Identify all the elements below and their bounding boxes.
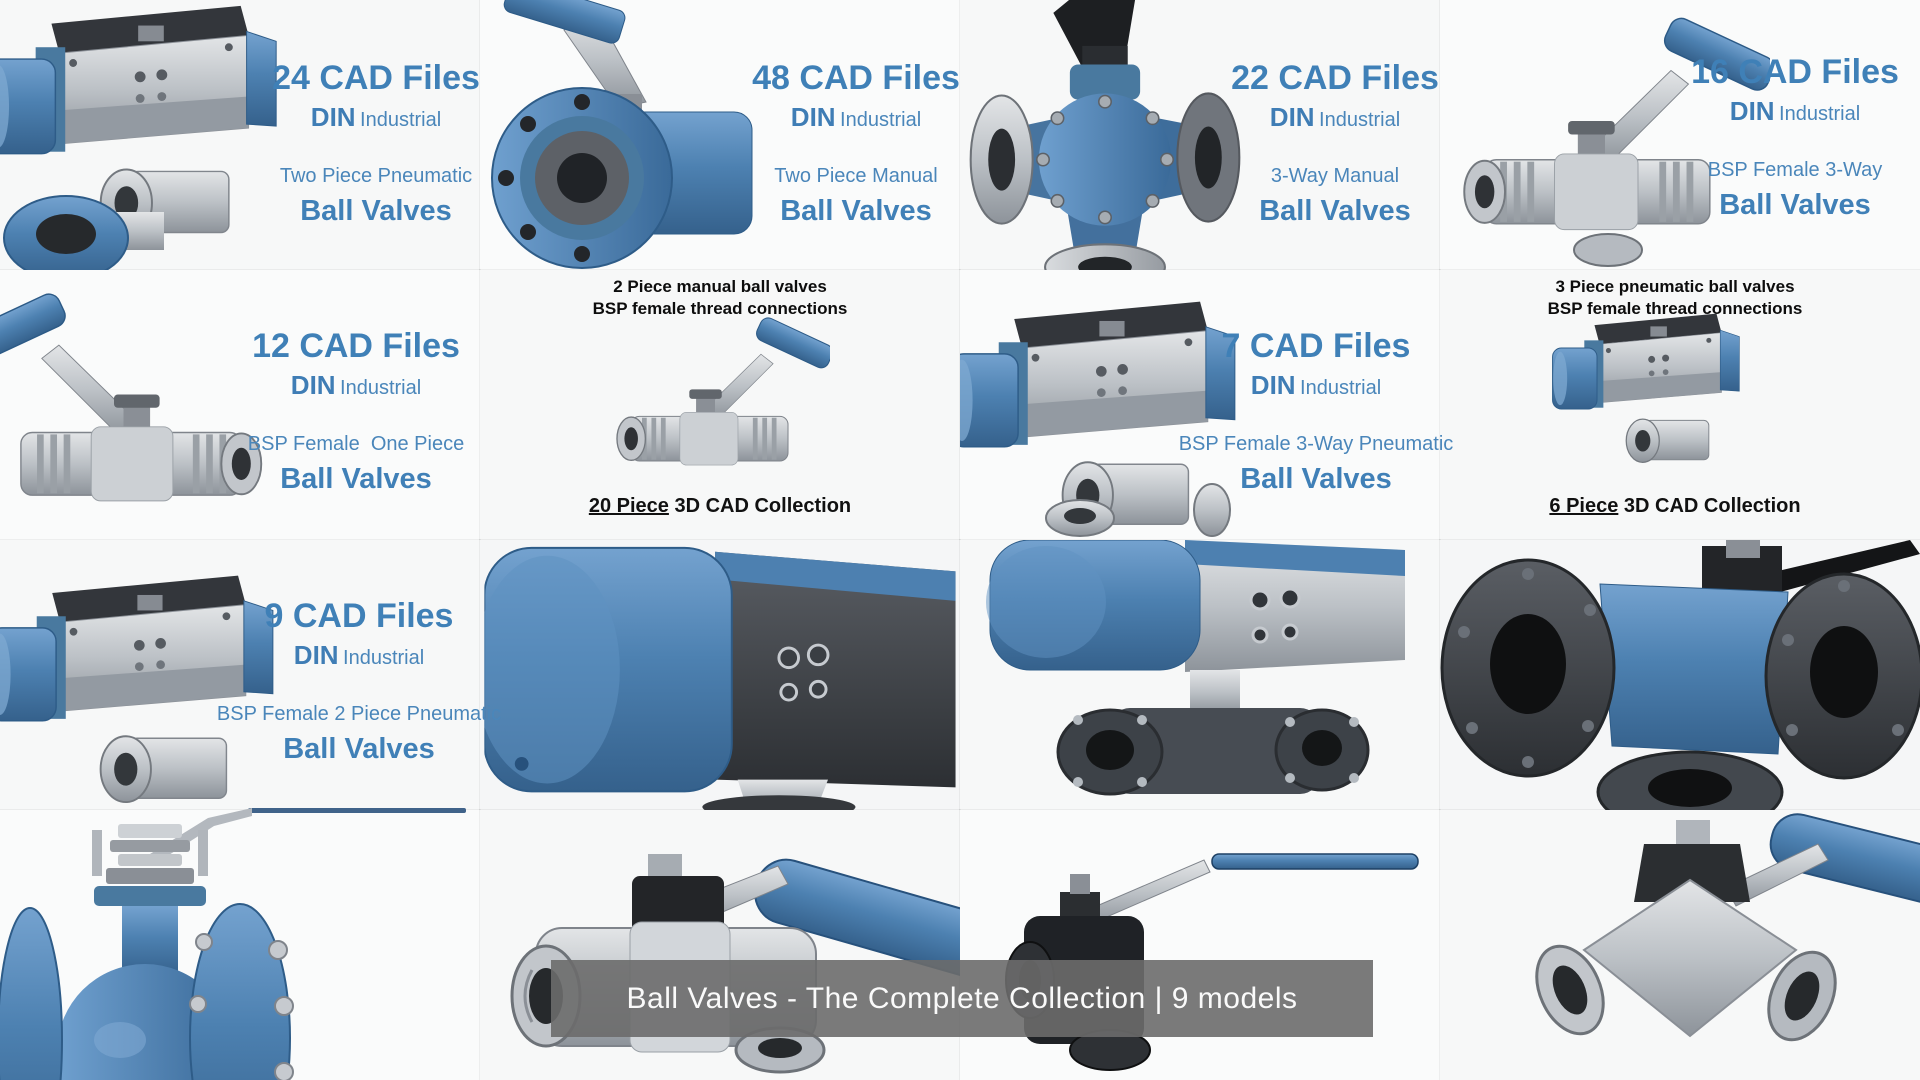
product-card-bsp-three-way: 16 CAD Files DIN Industrial BSP Female 3… xyxy=(1655,52,1920,223)
collage-tile xyxy=(0,809,481,1080)
cad-files-count: 9 CAD Files xyxy=(264,597,454,635)
valve-type: BSP Female 2 Piece Pneumatic xyxy=(216,703,502,725)
standard-line: DIN Industrial xyxy=(226,368,486,407)
product-name: Ball Valves xyxy=(1719,189,1871,221)
collection-footer-pneumatic: 6 Piece 3D CAD Collection xyxy=(1475,495,1875,518)
standard-label: DIN xyxy=(290,370,336,400)
product-name: Ball Valves xyxy=(1259,195,1411,227)
product-name: Ball Valves xyxy=(780,195,932,227)
banner-title: Ball Valves - The Complete Collection | … xyxy=(626,981,1298,1015)
standard-label: DIN xyxy=(310,102,356,132)
standard-line: DIN Industrial xyxy=(256,100,496,139)
standard-label: DIN xyxy=(1250,370,1296,400)
collection-line2: BSP female thread connections xyxy=(1547,299,1803,318)
cad-files-count: 24 CAD Files xyxy=(272,59,480,97)
collection-count: 6 Piece xyxy=(1549,495,1619,517)
valve-type: BSP Female One Piece xyxy=(247,433,465,455)
product-name: Ball Valves xyxy=(283,733,435,765)
standard-label: DIN xyxy=(1729,96,1775,126)
collection-caption-pneumatic: 3 Piece pneumatic ball valves BSP female… xyxy=(1475,276,1875,320)
collection-footer-manual: 20 Piece 3D CAD Collection xyxy=(520,495,920,518)
industry-label: Industrial xyxy=(840,109,922,131)
collage-tile xyxy=(959,539,1441,811)
collection-line2: BSP female thread connections xyxy=(592,299,848,318)
standard-label: DIN xyxy=(293,640,339,670)
collection-suffix: 3D CAD Collection xyxy=(668,495,852,517)
collage-tile xyxy=(959,809,1441,1080)
industry-label: Industrial xyxy=(1300,377,1382,399)
cad-files-count: 48 CAD Files xyxy=(752,59,960,97)
collection-caption-manual: 2 Piece manual ball valves BSP female th… xyxy=(520,276,920,320)
standard-line: DIN Industrial xyxy=(189,638,529,677)
product-card-two-piece-pneumatic: 24 CAD Files DIN Industrial Two Piece Pn… xyxy=(256,58,496,229)
industry-label: Industrial xyxy=(343,647,425,669)
industry-label: Industrial xyxy=(360,109,442,131)
standard-line: DIN Industrial xyxy=(736,100,976,139)
product-card-two-piece-pneumatic-bsp: 9 CAD Files DIN Industrial BSP Female 2 … xyxy=(189,596,529,767)
cad-files-count: 22 CAD Files xyxy=(1231,59,1439,97)
cad-files-count: 7 CAD Files xyxy=(1221,327,1411,365)
standard-line: DIN Industrial xyxy=(1195,100,1475,139)
collection-count: 20 Piece xyxy=(588,495,669,517)
cad-files-count: 12 CAD Files xyxy=(252,327,460,365)
industry-label: Industrial xyxy=(1319,109,1401,131)
product-card-two-piece-manual: 48 CAD Files DIN Industrial Two Piece Ma… xyxy=(736,58,976,229)
product-card-one-piece: 12 CAD Files DIN Industrial BSP Female O… xyxy=(226,326,486,497)
collage-tile xyxy=(479,539,961,811)
industry-label: Industrial xyxy=(1779,103,1861,125)
title-banner: Ball Valves - The Complete Collection | … xyxy=(551,960,1373,1037)
valve-type: BSP Female 3-Way Pneumatic xyxy=(1178,433,1454,455)
valve-type: Two Piece Manual xyxy=(774,165,938,187)
standard-line: DIN Industrial xyxy=(1655,94,1920,133)
product-name: Ball Valves xyxy=(280,463,432,495)
collection-line1: 2 Piece manual ball valves xyxy=(613,277,827,296)
valve-type: Two Piece Pneumatic xyxy=(279,165,473,187)
collage-tile xyxy=(1439,539,1920,811)
product-name: Ball Valves xyxy=(1240,463,1392,495)
product-card-three-way-pneumatic: 7 CAD Files DIN Industrial BSP Female 3-… xyxy=(1146,326,1486,497)
cad-files-count: 16 CAD Files xyxy=(1691,53,1899,91)
collection-suffix: 3D CAD Collection xyxy=(1618,495,1801,517)
standard-label: DIN xyxy=(1269,102,1315,132)
industry-label: Industrial xyxy=(340,377,422,399)
standard-label: DIN xyxy=(790,102,836,132)
collage-tile xyxy=(1439,809,1920,1080)
standard-line: DIN Industrial xyxy=(1146,368,1486,407)
valve-type: BSP Female 3-Way xyxy=(1707,159,1883,181)
valve-type: 3-Way Manual xyxy=(1270,165,1400,187)
product-name: Ball Valves xyxy=(300,195,452,227)
collection-line1: 3 Piece pneumatic ball valves xyxy=(1555,277,1795,296)
product-card-three-way-manual: 22 CAD Files DIN Industrial 3-Way Manual… xyxy=(1195,58,1475,229)
collage-tile xyxy=(479,809,961,1080)
